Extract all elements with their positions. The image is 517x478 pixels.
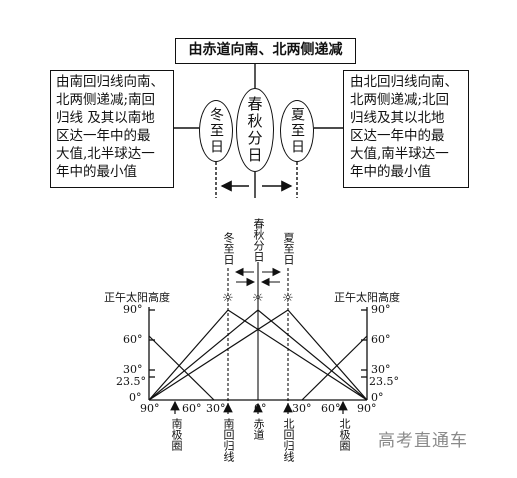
- bottom-tick-label: 90°: [357, 402, 377, 415]
- right-line: 区达一年中的最: [350, 128, 445, 144]
- watermark-text: 高考直通车: [378, 431, 468, 451]
- bottom-tick-label: 0°: [254, 402, 267, 415]
- right-tick-label: 30°: [371, 363, 391, 376]
- right-line: 北两侧递减;北回: [350, 92, 450, 108]
- left-line: 区达一年中的最: [56, 128, 151, 144]
- summer-right-parallel: [301, 335, 368, 401]
- winter-solstice-label: 冬至日: [208, 107, 224, 155]
- right-line: 由北回归线向南、: [350, 74, 458, 90]
- right-tick-label: 0°: [371, 391, 384, 404]
- top-summary-box: 由赤道向南、北两侧递减: [175, 38, 356, 64]
- top-connectors: [174, 64, 343, 198]
- left-line: 大值,北半球达一: [56, 146, 155, 162]
- bottom-tick-label: 30°: [206, 402, 226, 415]
- left-line: 年中的最小值: [56, 164, 137, 180]
- label-north-polar-circle: 北极圈: [338, 418, 351, 451]
- right-description-box: 由北回归线向南、 北两侧递减;北回 归线及其以北地 区达一年中的最 大值,南半球…: [343, 70, 469, 188]
- right-line: 大值,南半球达一: [350, 146, 449, 162]
- label-equator: 赤道: [252, 418, 265, 440]
- left-tick-label: 90°: [123, 303, 143, 316]
- left-axis-title: 正午太阳高度: [104, 291, 170, 304]
- left-line: 北两侧递减;南回: [56, 92, 156, 108]
- summer-solstice-label: 夏至日: [289, 107, 305, 155]
- chart-dashed-verticals: [227, 268, 289, 412]
- bottom-tick-label: 30°: [292, 402, 312, 415]
- left-tick-label: 23.5°: [116, 375, 146, 388]
- equinox-label: 春秋分日: [245, 96, 264, 164]
- bottom-tick-label: 90°: [140, 402, 160, 415]
- right-tick-label: 60°: [371, 333, 391, 346]
- right-axis-title: 正午太阳高度: [334, 291, 400, 304]
- sun-icon: ☼: [252, 291, 264, 306]
- right-line: 年中的最小值: [350, 164, 431, 180]
- right-tick-label: 23.5°: [369, 375, 399, 388]
- label-tropic-cancer: 北回归线: [282, 418, 295, 462]
- top-summary-text: 由赤道向南、北两侧递减: [188, 42, 343, 58]
- chart-marker-equinox: 春秋分日: [252, 218, 265, 262]
- winter-left-parallel: [148, 335, 215, 401]
- right-line: 归线及其以北地: [350, 110, 445, 126]
- bottom-tick-label: 60°: [321, 402, 341, 415]
- ground-arrows: [170, 400, 348, 414]
- label-south-polar-circle: 南极圈: [170, 418, 183, 451]
- bottom-tick-label: 60°: [182, 402, 202, 415]
- left-tick-label: 30°: [123, 363, 143, 376]
- summer-solstice-ellipse: 夏至日: [280, 100, 314, 162]
- chart-arrows: [234, 267, 282, 287]
- left-description-box: 由南回归线向南、 北两侧递减;南回 归线 及其以南地 区达一年中的最 大值,北半…: [50, 70, 174, 188]
- left-tick-label: 0°: [129, 391, 142, 404]
- equinox-ellipse: 春秋分日: [236, 88, 274, 172]
- sun-icon: ☼: [282, 291, 294, 306]
- left-line: 归线 及其以南地: [56, 110, 155, 126]
- chart-marker-summer: 夏至日: [282, 232, 295, 265]
- chart-marker-winter: 冬至日: [222, 232, 235, 265]
- label-tropic-capricorn: 南回归线: [222, 418, 235, 462]
- left-line: 由南回归线向南、: [56, 74, 164, 90]
- sun-icon: ☼: [222, 291, 234, 306]
- left-tick-label: 60°: [123, 333, 143, 346]
- winter-solstice-ellipse: 冬至日: [199, 100, 233, 162]
- right-tick-label: 90°: [371, 303, 391, 316]
